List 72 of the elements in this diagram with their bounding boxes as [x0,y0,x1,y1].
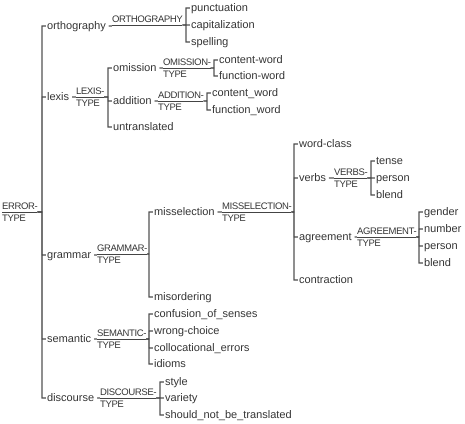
feature-label: word-class [298,137,352,151]
connector-line [210,59,218,69]
connector-line [416,236,423,264]
connector-line [159,67,163,69]
system-label: AGREEMENT-TYPE [357,226,416,250]
feature-label: untranslated [112,120,174,134]
feature-label: omission [112,61,156,75]
feature-label: style [164,375,188,389]
feature-label: function_word [211,103,280,117]
system-label: ORTHOGRAPHY [112,14,182,26]
connector-line [146,211,153,255]
connector-line [367,177,375,196]
feature-label: content_word [211,86,278,100]
connector-line [182,24,190,43]
feature-label: lexis [46,90,70,104]
feature-label: person [423,239,458,253]
system-label: VERBS-TYPE [334,167,368,191]
feature-label: misordering [153,290,212,304]
feature-label: tense [375,154,403,168]
system-label: MISSELECTION-TYPE [222,201,292,225]
connector-line [291,211,298,281]
feature-label: addition [112,94,152,108]
feature-label: agreement [298,230,352,244]
feature-label: semantic [46,332,92,346]
connector-line [146,330,153,340]
feature-label: wrong-choice [153,324,220,338]
connector-line [210,67,218,77]
feature-label: grammar [46,248,92,262]
system-label: GRAMMAR-TYPE [97,243,147,267]
connector-line [94,338,97,340]
feature-label: discourse [46,391,94,405]
connector-line [291,177,298,213]
system-label: ADDITION-TYPE [158,90,204,114]
feature-label: number [423,222,462,236]
feature-label: person [375,171,410,185]
system-label: DISCOURSE-TYPE [100,387,156,411]
feature-label: function-word [218,69,286,83]
feature-label: orthography [46,19,106,33]
connector-line [146,338,153,365]
connector-line [416,228,423,238]
connector-line [37,211,46,399]
connector-line [146,253,153,298]
connector-line [156,397,164,416]
connector-line [97,397,100,399]
feature-label: variety [164,391,198,405]
feature-label: punctuation [190,1,248,15]
feature-label: idioms [153,357,186,371]
feature-label: capitalization [190,18,255,32]
feature-label: blend [375,188,403,202]
connector-line [154,100,158,102]
connector-line [104,96,112,128]
feature-label: should_not_be_translated [164,408,292,422]
feature-label: collocational_errors [153,341,250,355]
system-label: LEXIS-TYPE [76,86,104,110]
system-label: SEMANTIC-TYPE [97,328,146,352]
connector-line [328,177,334,179]
feature-label: misselection [153,205,215,219]
feature-label: gender [423,205,458,219]
connector-line [72,96,76,98]
feature-label: verbs [298,171,326,185]
connector-line [108,25,112,27]
feature-label: contraction [298,273,353,287]
connector-line [203,100,211,111]
system-label: ERROR-TYPE [2,201,38,225]
connector-line [94,254,97,256]
feature-label: confusion_of_senses [153,307,258,321]
feature-label: blend [423,256,451,270]
feature-label: spelling [190,35,228,49]
feature-label: content-word [218,53,283,67]
connector-line [354,236,357,238]
connector-line [218,211,222,213]
system-label: OMISSION-TYPE [163,57,211,81]
